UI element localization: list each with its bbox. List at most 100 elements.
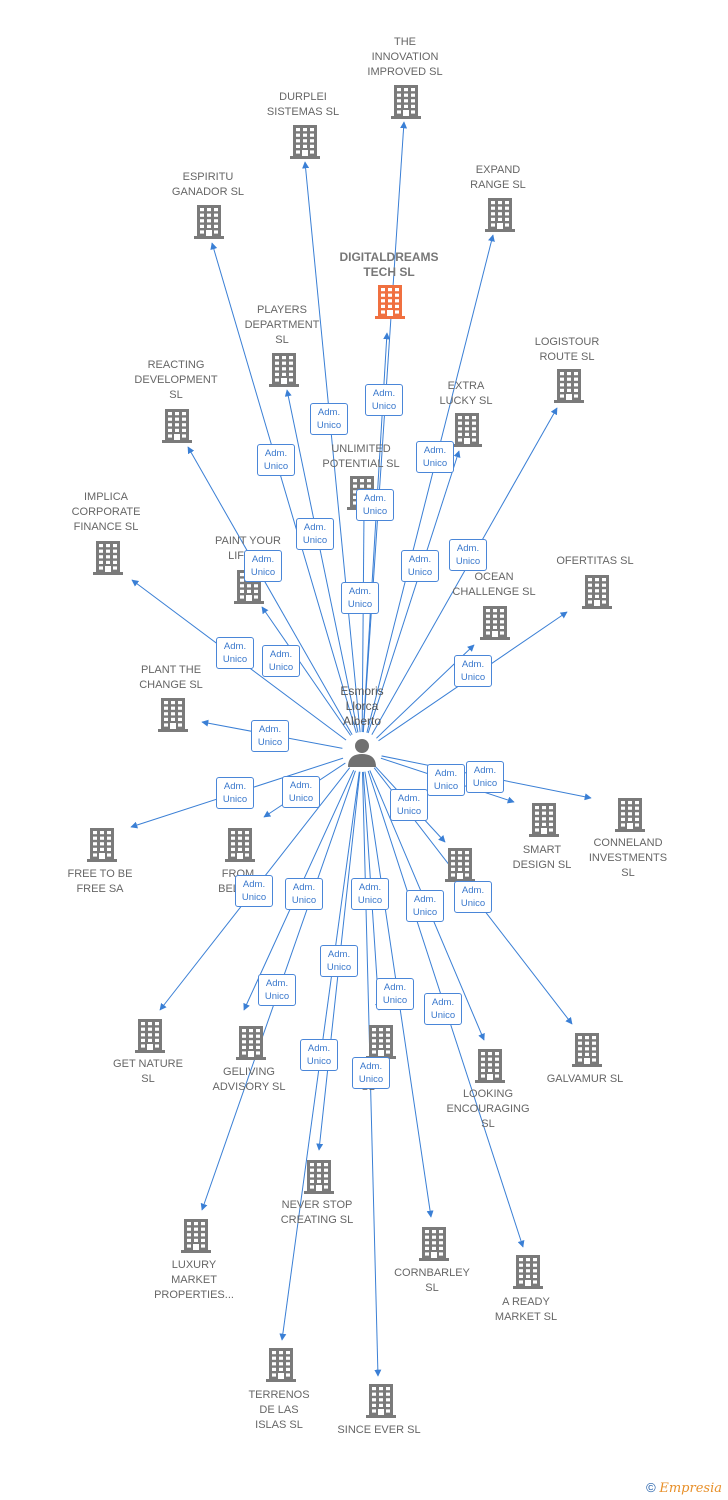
role-tag-ocean-challenge: Adm. Unico	[341, 582, 379, 614]
building-icon-the-innovation-improved[interactable]	[391, 85, 421, 119]
company-label-ofertitas[interactable]: OFERTITAS SL	[556, 555, 634, 567]
role-tag-logistour-route: Adm. Unico	[449, 539, 487, 571]
role-tag-pro-hidden: Adm. Unico	[390, 789, 428, 821]
company-label-espiritu-ganador[interactable]: ESPIRITU GANADOR SL	[171, 171, 245, 198]
company-label-conneland-investments[interactable]: CONNELAND INVESTMENTS SL	[588, 837, 668, 879]
edge-logistour-route	[361, 407, 558, 753]
building-icon-plant-the-change[interactable]	[158, 698, 188, 732]
company-label-expand-range[interactable]: EXPAND RANGE SL	[470, 164, 526, 191]
role-tag-from-below: Adm. Unico	[282, 776, 320, 808]
edge-the-innovation-improved	[361, 121, 408, 753]
role-tag-reacting-development: Adm. Unico	[244, 550, 282, 582]
building-icon-logistour-route[interactable]	[554, 369, 584, 403]
building-icon-cornbarley[interactable]	[419, 1227, 449, 1261]
role-tag-conneland-investments: Adm. Unico	[466, 761, 504, 793]
company-label-the-innovation-improved[interactable]: THE INNOVATION IMPROVED SL	[367, 36, 443, 78]
person-icon[interactable]	[342, 732, 382, 772]
role-tag-expand-range: Adm. Unico	[416, 441, 454, 473]
company-label-looking-encouraging[interactable]: LOOKING ENCOURAGING SL	[446, 1088, 530, 1130]
role-tag-terrenos-de-las-islas: Adm. Unico	[300, 1039, 338, 1071]
role-tag-free-to-be-free: Adm. Unico	[216, 777, 254, 809]
building-icon-smart-design[interactable]	[529, 803, 559, 837]
company-label-luxury-market-properties[interactable]: LUXURY MARKET PROPERTIES...	[154, 1259, 234, 1301]
building-icon-free-to-be-free[interactable]	[87, 828, 117, 862]
building-icon-players-department[interactable]	[269, 353, 299, 387]
role-tag-paint-your-life: Adm. Unico	[262, 645, 300, 677]
building-icon-galvamur[interactable]	[572, 1033, 602, 1067]
building-icon-extra-lucky[interactable]	[452, 413, 482, 447]
role-tag-espiritu-ganador: Adm. Unico	[257, 444, 295, 476]
role-tag-since-ever: Adm. Unico	[352, 1057, 390, 1089]
role-tag-extra-lucky: Adm. Unico	[401, 550, 439, 582]
company-label-get-nature[interactable]: GET NATURE SL	[113, 1058, 183, 1085]
role-tag-looking-encouraging: Adm. Unico	[406, 890, 444, 922]
building-icon-conneland-investments[interactable]	[615, 798, 645, 832]
building-icon-ofertitas[interactable]	[582, 575, 612, 609]
building-icon-geliving-advisory[interactable]	[236, 1026, 266, 1060]
building-icon-ocean-challenge[interactable]	[480, 606, 510, 640]
company-label-plant-the-change[interactable]: PLANT THE CHANGE SL	[139, 664, 203, 691]
building-icon-digitaldreams-tech[interactable]	[375, 285, 405, 319]
role-tag-geliving-advisory: Adm. Unico	[285, 878, 323, 910]
edge-extra-lucky	[361, 450, 461, 753]
copyright-symbol: ©	[646, 1480, 656, 1495]
role-tag-smart-design: Adm. Unico	[427, 764, 465, 796]
company-label-durplei-sistemas[interactable]: DURPLEI SISTEMAS SL	[266, 91, 340, 118]
building-icon-get-nature[interactable]	[135, 1019, 165, 1053]
company-label-a-ready-market[interactable]: A READY MARKET SL	[494, 1296, 558, 1323]
edge-espiritu-ganador	[210, 242, 363, 753]
brand-logo-initial: E	[659, 1481, 669, 1496]
edge-paint-your-life	[261, 606, 363, 753]
role-tag-unlimited-potential: Adm. Unico	[356, 489, 394, 521]
building-icon-from-below[interactable]	[225, 828, 255, 862]
company-label-ocean-challenge[interactable]: OCEAN CHALLENGE SL	[452, 571, 536, 598]
building-icon-never-stop-creating[interactable]	[304, 1160, 334, 1194]
building-icon-espiritu-ganador[interactable]	[194, 205, 224, 239]
building-icon-luxury-market-properties[interactable]	[181, 1219, 211, 1253]
building-icon-since-ever[interactable]	[366, 1384, 396, 1418]
role-tag-cornbarley: Adm. Unico	[376, 978, 414, 1010]
company-label-players-department[interactable]: PLAYERS DEPARTMENT SL	[244, 304, 320, 346]
building-icon-pro-hidden[interactable]	[445, 848, 475, 882]
company-label-digitaldreams-tech[interactable]: DIGITALDREAMS TECH SL	[339, 250, 439, 279]
building-icon-durplei-sistemas[interactable]	[290, 125, 320, 159]
building-icon-reacting-development[interactable]	[162, 409, 192, 443]
person-name[interactable]: Esmoris Llorca Alberto	[340, 684, 384, 728]
company-label-cornbarley[interactable]: CORNBARLEY SL	[394, 1267, 470, 1294]
brand-footer: © Empresia	[646, 1480, 722, 1496]
company-label-galvamur[interactable]: GALVAMUR SL	[546, 1073, 624, 1085]
building-icon-looking-encouraging[interactable]	[475, 1049, 505, 1083]
company-label-terrenos-de-las-islas[interactable]: TERRENOS DE LAS ISLAS SL	[248, 1389, 310, 1431]
edge-expand-range	[361, 234, 495, 753]
company-label-never-stop-creating[interactable]: NEVER STOP CREATING SL	[280, 1199, 354, 1226]
building-icon-terrenos-de-las-islas[interactable]	[266, 1348, 296, 1382]
edge-players-department	[284, 389, 363, 753]
company-label-logistour-route[interactable]: LOGISTOUR ROUTE SL	[534, 336, 600, 363]
role-tag-ofertitas: Adm. Unico	[454, 655, 492, 687]
company-label-implica-corporate-finance[interactable]: IMPLICA CORPORATE FINANCE SL	[71, 491, 141, 533]
role-tag-to-sl: Adm. Unico	[351, 878, 389, 910]
company-label-reacting-development[interactable]: REACTING DEVELOPMENT SL	[134, 359, 218, 401]
company-label-smart-design[interactable]: SMART DESIGN SL	[512, 844, 572, 871]
role-tag-players-department: Adm. Unico	[296, 518, 334, 550]
role-tag-plant-the-change: Adm. Unico	[251, 720, 289, 752]
role-tag-get-nature: Adm. Unico	[235, 875, 273, 907]
role-tag-a-ready-market: Adm. Unico	[424, 993, 462, 1025]
role-tag-the-innovation-improved: Adm. Unico	[365, 384, 403, 416]
building-icon-a-ready-market[interactable]	[513, 1255, 543, 1289]
building-icon-to-sl[interactable]	[366, 1025, 396, 1059]
edge-unlimited-potential	[360, 511, 368, 753]
role-tag-galvamur: Adm. Unico	[454, 881, 492, 913]
role-tag-implica-corporate-finance: Adm. Unico	[216, 637, 254, 669]
company-label-unlimited-potential[interactable]: UNLIMITED POTENTIAL SL	[322, 443, 400, 470]
building-icon-expand-range[interactable]	[485, 198, 515, 232]
company-label-free-to-be-free[interactable]: FREE TO BE FREE SA	[67, 868, 133, 895]
role-tag-luxury-market-properties: Adm. Unico	[258, 974, 296, 1006]
building-icon-implica-corporate-finance[interactable]	[93, 541, 123, 575]
brand-logo-text: mpresia	[668, 1481, 722, 1496]
company-label-geliving-advisory[interactable]: GELIVING ADVISORY SL	[212, 1066, 286, 1093]
role-tag-never-stop-creating: Adm. Unico	[320, 945, 358, 977]
company-label-extra-lucky[interactable]: EXTRA LUCKY SL	[439, 380, 493, 407]
company-label-since-ever[interactable]: SINCE EVER SL	[337, 1424, 421, 1436]
